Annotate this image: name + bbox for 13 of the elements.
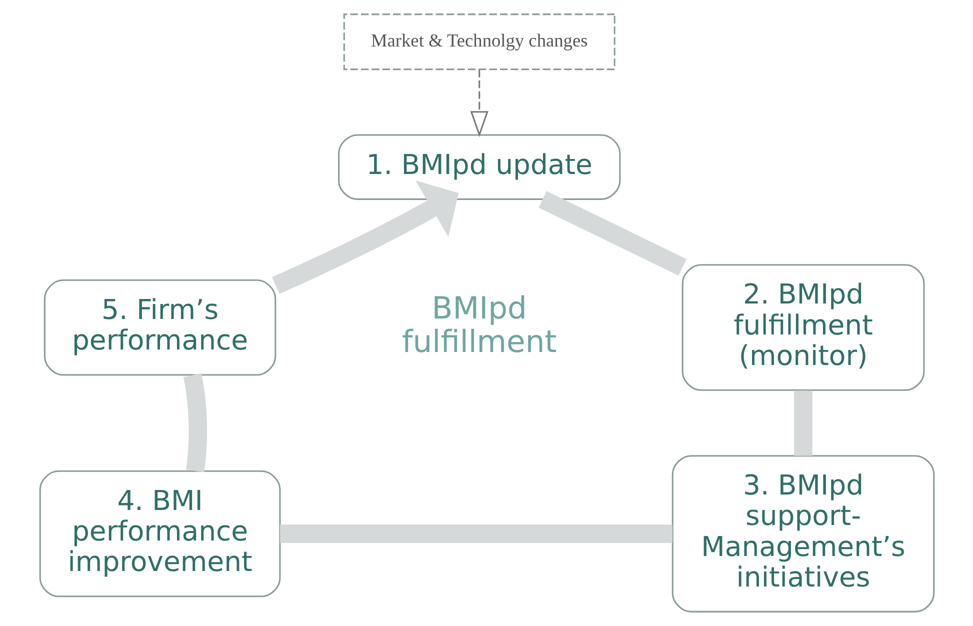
connector <box>538 191 686 276</box>
connector <box>182 373 207 472</box>
node-box: 3. BMIpd support- Management’s initiatives <box>671 455 934 612</box>
node-box: 5. Firm’s performance <box>43 279 276 376</box>
connector <box>794 390 812 456</box>
node-box: 2. BMIpd fulfillment (monitor) <box>681 264 924 391</box>
node-box: 1. BMIpd update <box>338 134 620 200</box>
arrow <box>271 180 458 294</box>
connector <box>280 524 672 543</box>
node-box: Market & Technolgy changes <box>342 14 615 70</box>
label: BMIpd fulfillment <box>402 291 556 360</box>
node-box: 4. BMI performance improvement <box>38 470 280 598</box>
arrow <box>470 70 488 138</box>
